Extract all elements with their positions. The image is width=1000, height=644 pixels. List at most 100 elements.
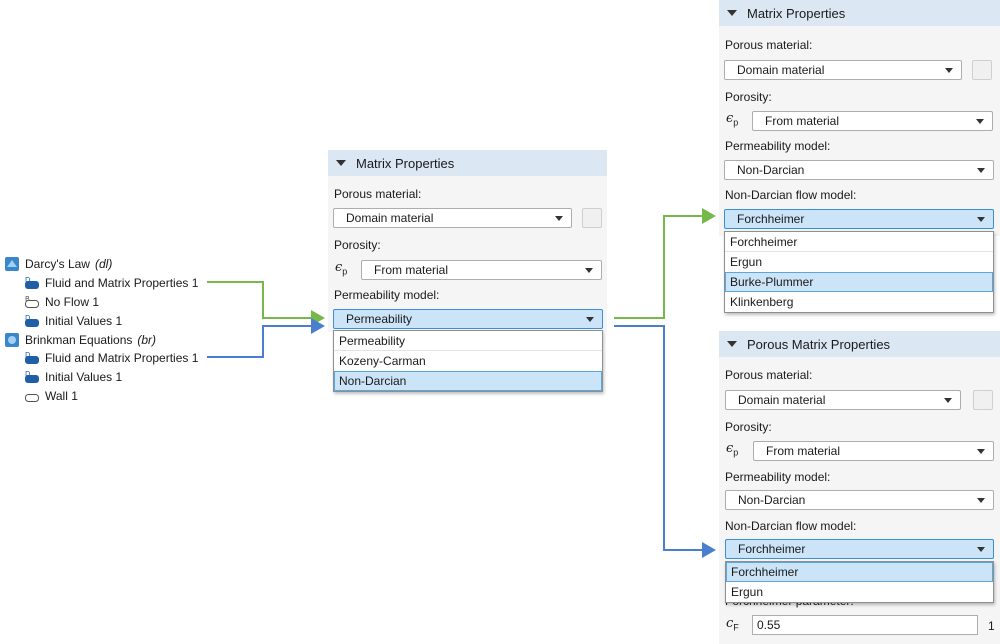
chevron-down-icon: [977, 498, 985, 503]
porosity-label: Porosity:: [725, 420, 772, 434]
chevron-down-icon: [944, 398, 952, 403]
go-to-material-button[interactable]: [972, 60, 992, 80]
tree-label: Fluid and Matrix Properties 1: [45, 276, 199, 290]
svg-text:D: D: [25, 314, 30, 322]
tree-node-initial-values-br[interactable]: D Initial Values 1: [24, 368, 122, 386]
flow-model-dropdown: Forchheimer Ergun Burke-Plummer Klinkenb…: [724, 231, 994, 313]
chevron-down-icon: [977, 168, 985, 173]
tree-node-initial-values-dl[interactable]: D Initial Values 1: [24, 312, 122, 330]
svg-text:D: D: [25, 351, 30, 359]
dropdown-option-highlighted[interactable]: Non-Darcian: [334, 371, 602, 391]
go-to-material-button[interactable]: [973, 390, 993, 410]
dropdown-option[interactable]: Permeability: [334, 331, 602, 351]
domain-feature-icon: D: [25, 314, 39, 327]
section-title: Matrix Properties: [747, 5, 846, 21]
porous-material-select[interactable]: Domain material: [725, 390, 961, 410]
boundary-feature-icon: B: [25, 295, 39, 308]
flow-model-dropdown: Forchheimer Ergun: [725, 561, 994, 603]
porosity-symbol: ϵp: [726, 441, 739, 458]
blue-connector: [207, 318, 325, 358]
blue-connector: [614, 325, 716, 558]
domain-feature-icon: D: [25, 351, 39, 364]
collapse-triangle-icon[interactable]: [336, 160, 346, 166]
select-value: Forchheimer: [737, 212, 805, 226]
porosity-label: Porosity:: [725, 90, 772, 104]
tree-label: Initial Values 1: [45, 370, 123, 384]
dropdown-option-highlighted[interactable]: Forchheimer: [726, 562, 993, 582]
tree-node-wall[interactable]: Wall 1: [24, 387, 78, 405]
dropdown-option[interactable]: Klinkenberg: [730, 295, 794, 309]
flow-model-select[interactable]: Forchheimer: [725, 539, 994, 559]
physics-interface-icon: [5, 333, 19, 347]
section-title: Porous Matrix Properties: [747, 336, 891, 352]
unit-label: 1: [988, 619, 995, 633]
permeability-model-select[interactable]: Non-Darcian: [724, 160, 994, 180]
tree-label: No Flow 1: [45, 295, 100, 309]
porous-material-select[interactable]: Domain material: [724, 60, 962, 80]
porous-material-label: Porous material:: [725, 38, 813, 52]
chevron-down-icon: [977, 217, 985, 222]
chevron-down-icon: [945, 68, 953, 73]
permeability-model-label: Permeability model:: [725, 139, 831, 153]
chevron-down-icon: [977, 449, 985, 454]
tree-label: Darcy's Law: [25, 257, 90, 271]
chevron-down-icon: [585, 268, 593, 273]
select-value: Domain material: [737, 63, 825, 77]
physics-interface-icon: [5, 257, 19, 271]
dropdown-option[interactable]: Ergun: [730, 255, 763, 269]
porosity-symbol: ϵp: [335, 260, 348, 277]
chevron-down-icon: [977, 547, 985, 552]
select-value: Domain material: [346, 211, 434, 225]
porous-material-select[interactable]: Domain material: [333, 208, 572, 228]
collapse-triangle-icon[interactable]: [727, 341, 737, 347]
porous-material-label: Porous material:: [725, 368, 813, 382]
permeability-model-dropdown: Permeability Kozeny-Carman Non-Darcian: [333, 330, 603, 392]
tree-tag: (dl): [94, 257, 113, 271]
tree-node-fluid-matrix-br[interactable]: D Fluid and Matrix Properties 1: [24, 349, 198, 367]
porosity-select[interactable]: From material: [753, 441, 994, 461]
chevron-down-icon: [976, 119, 984, 124]
dropdown-option[interactable]: Forchheimer: [725, 232, 993, 252]
tree-node-brinkman[interactable]: Brinkman Equations (br): [4, 331, 156, 349]
domain-feature-icon: D: [25, 276, 39, 289]
select-value: Domain material: [738, 393, 826, 407]
tree-node-fluid-matrix-dl[interactable]: D Fluid and Matrix Properties 1: [24, 274, 198, 292]
svg-text:D: D: [25, 276, 30, 284]
dropdown-option[interactable]: Ergun: [731, 585, 764, 599]
svg-text:D: D: [25, 370, 30, 378]
section-header[interactable]: Matrix Properties: [328, 150, 607, 176]
porosity-select[interactable]: From material: [752, 111, 993, 131]
permeability-model-select[interactable]: Permeability: [333, 309, 603, 329]
go-to-material-button[interactable]: [582, 208, 602, 228]
flow-model-select[interactable]: Forchheimer: [724, 209, 994, 229]
porous-material-label: Porous material:: [334, 187, 422, 201]
dropdown-option[interactable]: Kozeny-Carman: [339, 354, 426, 368]
porosity-select[interactable]: From material: [361, 260, 602, 280]
forchheimer-parameter-input[interactable]: 0.55: [752, 615, 978, 635]
porosity-label: Porosity:: [334, 238, 381, 252]
porosity-symbol: ϵp: [726, 111, 739, 128]
flow-model-label: Non-Darcian flow model:: [725, 188, 857, 202]
select-value: From material: [374, 263, 449, 277]
matrix-properties-panel: Matrix Properties Porous material: Domai…: [328, 150, 607, 332]
tree-node-darcys-law[interactable]: Darcy's Law (dl): [4, 255, 112, 273]
select-value: Permeability: [346, 312, 413, 326]
select-value: Non-Darcian: [738, 493, 806, 507]
permeability-model-label: Permeability model:: [334, 288, 440, 302]
boundary-feature-icon: [25, 394, 39, 402]
tree-label: Fluid and Matrix Properties 1: [45, 351, 199, 365]
flow-model-label: Non-Darcian flow model:: [725, 519, 857, 533]
section-header[interactable]: Matrix Properties: [719, 0, 1000, 26]
select-value: From material: [765, 114, 840, 128]
green-connector: [614, 208, 716, 319]
dropdown-option-highlighted[interactable]: Burke-Plummer: [725, 272, 993, 292]
select-value: Forchheimer: [738, 542, 806, 556]
tree-node-no-flow[interactable]: B No Flow 1: [24, 293, 99, 311]
collapse-triangle-icon[interactable]: [727, 10, 737, 16]
section-header[interactable]: Porous Matrix Properties: [719, 331, 1000, 357]
forchheimer-parameter-symbol: cF: [726, 616, 739, 633]
tree-label: Brinkman Equations: [25, 333, 133, 347]
permeability-model-select[interactable]: Non-Darcian: [725, 490, 994, 510]
section-title: Matrix Properties: [356, 155, 455, 171]
